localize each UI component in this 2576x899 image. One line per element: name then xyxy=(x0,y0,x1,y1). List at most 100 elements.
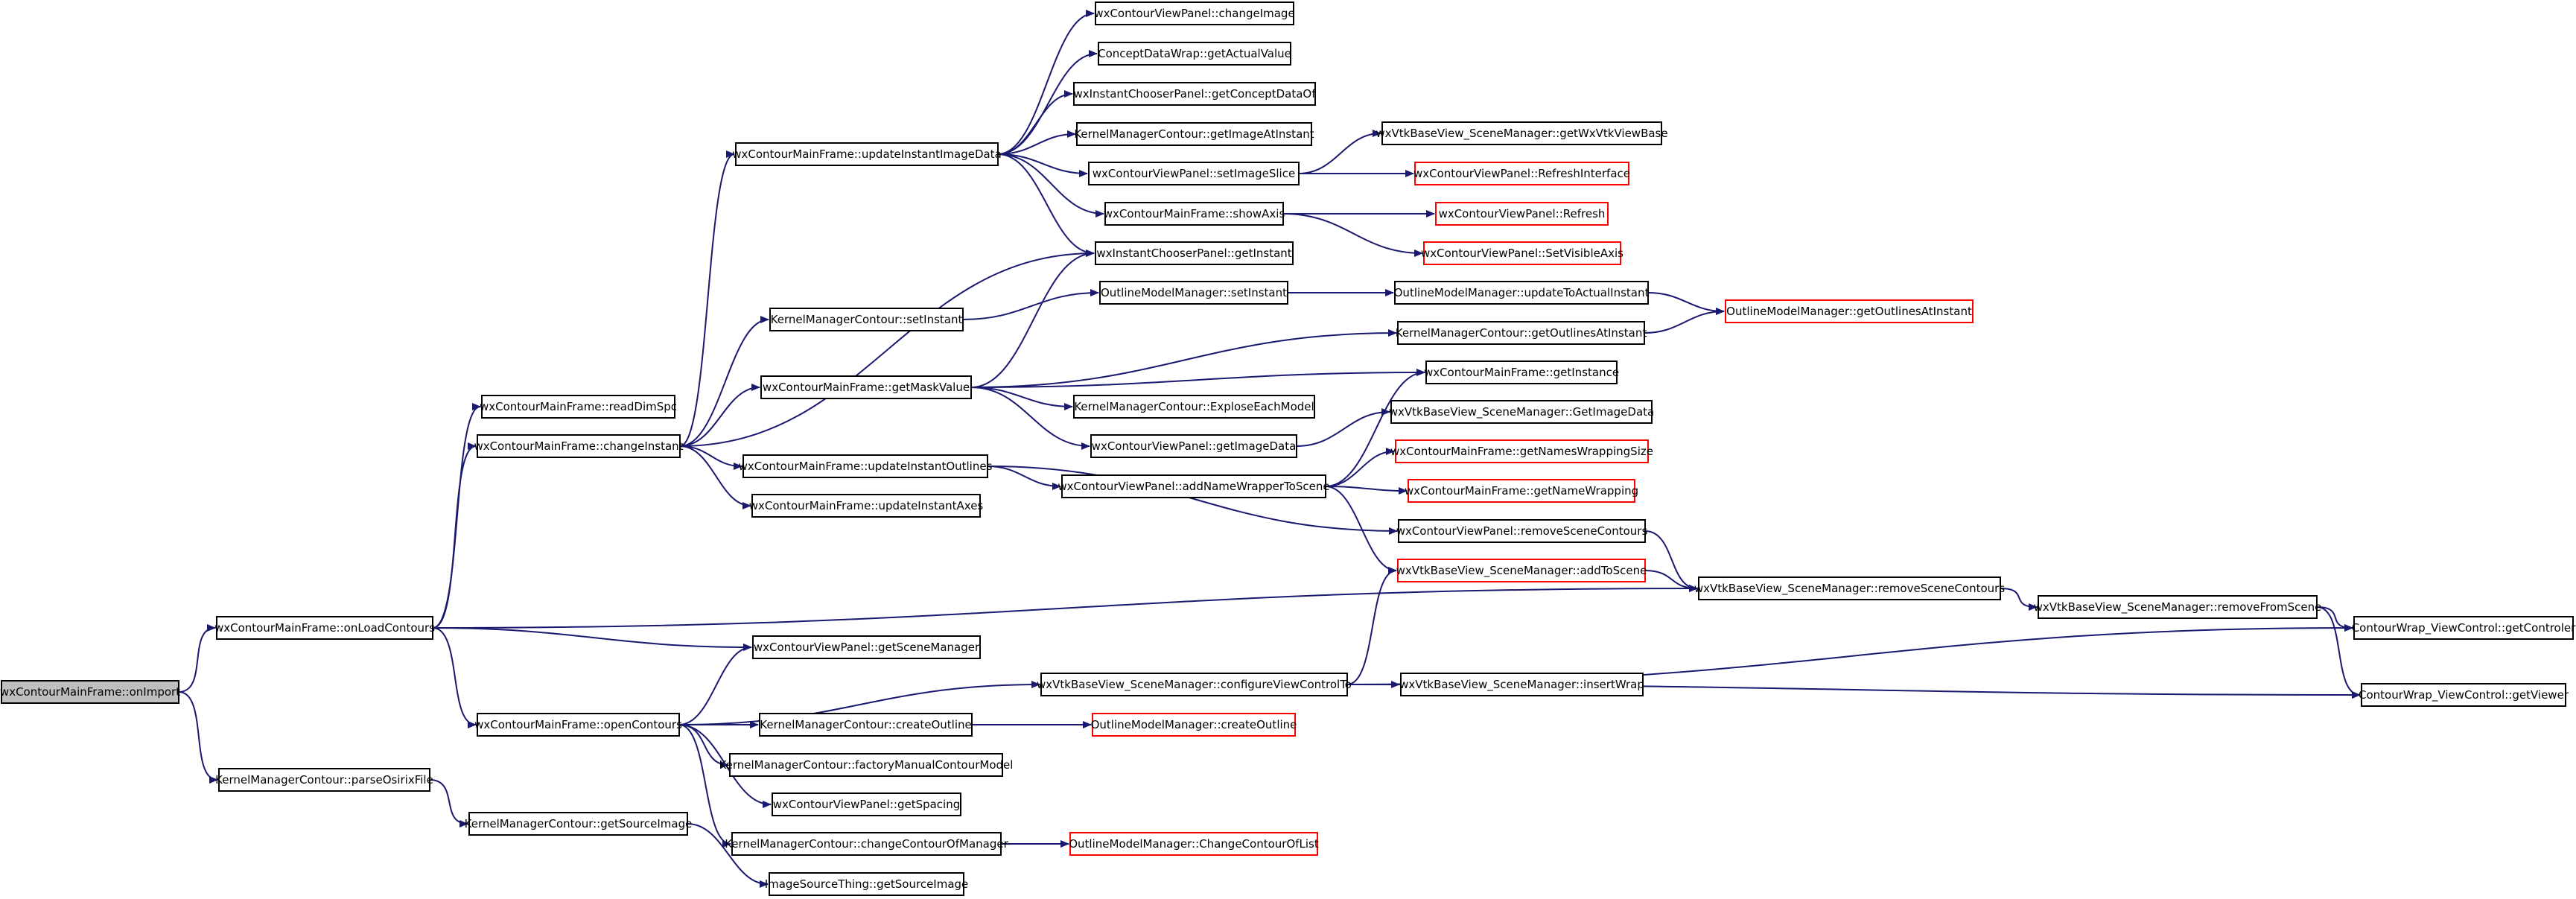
node-openContours[interactable]: wxContourMainFrame::openContours xyxy=(474,713,682,737)
node-box[interactable] xyxy=(2361,683,2566,707)
node-onLoadContours[interactable]: wxContourMainFrame::onLoadContours xyxy=(214,616,435,640)
node-box[interactable] xyxy=(1098,42,1291,66)
node-getOutlinesAtInstantKMC[interactable]: KernelManagerContour::getOutlinesAtInsta… xyxy=(1396,321,1647,345)
node-box[interactable] xyxy=(1073,395,1315,419)
node-createOutlineKMC[interactable]: KernelManagerContour::createOutline xyxy=(759,713,973,737)
node-box[interactable] xyxy=(1698,576,2001,600)
node-setInstantKMC[interactable]: KernelManagerContour::setInstant xyxy=(769,308,964,331)
node-getConceptDataOf[interactable]: wxInstantChooserPanel::getConceptDataOf xyxy=(1073,82,1316,106)
node-updateInstantOutlines[interactable]: wxContourMainFrame::updateInstantOutline… xyxy=(739,454,993,478)
node-parseOsirixFile[interactable]: KernelManagerContour::parseOsirixFile xyxy=(215,768,433,792)
node-getMaskValue[interactable]: wxContourMainFrame::getMaskValue xyxy=(760,375,972,399)
node-SetVisibleAxis[interactable]: wxContourViewPanel::SetVisibleAxis xyxy=(1421,241,1623,265)
node-box[interactable] xyxy=(769,308,964,331)
node-box[interactable] xyxy=(218,768,430,792)
node-getImageDataCVP[interactable]: wxContourViewPanel::getImageData xyxy=(1090,434,1297,458)
node-updateToActualInstant[interactable]: OutlineModelManager::updateToActualInsta… xyxy=(1394,281,1650,305)
node-readDimSpc[interactable]: wxContourMainFrame::readDimSpc xyxy=(480,395,677,419)
node-getViewer[interactable]: ContourWrap_ViewControl::getViewer xyxy=(2359,683,2569,707)
node-createOutlineOMM[interactable]: OutlineModelManager::createOutline xyxy=(1091,713,1297,737)
node-getWxVtkViewBase[interactable]: wxVtkBaseView_SceneManager::getWxVtkView… xyxy=(1376,121,1668,145)
node-setInstantOMM[interactable]: OutlineModelManager::setInstant xyxy=(1099,281,1288,305)
node-box[interactable] xyxy=(2038,595,2318,619)
node-box[interactable] xyxy=(1099,281,1288,305)
node-getInstantICP[interactable]: wxInstantChooserPanel::getInstant xyxy=(1095,241,1294,265)
node-box[interactable] xyxy=(1398,519,1646,543)
node-showAxis[interactable]: wxContourMainFrame::showAxis xyxy=(1104,202,1285,226)
node-box[interactable] xyxy=(1397,559,1646,582)
node-box[interactable] xyxy=(216,616,433,640)
node-box[interactable] xyxy=(1395,439,1649,463)
node-onImport[interactable]: wxContourMainFrame::onImport xyxy=(0,680,180,704)
node-box[interactable] xyxy=(1423,241,1621,265)
node-box[interactable] xyxy=(1425,360,1618,384)
node-box[interactable] xyxy=(1381,121,1662,145)
node-getControler[interactable]: ContourWrap_ViewControl::getControler xyxy=(2352,616,2576,640)
node-updateInstantImageData[interactable]: wxContourMainFrame::updateInstantImageDa… xyxy=(732,142,1002,166)
node-ExploseEachModel[interactable]: KernelManagerContour::ExploseEachModel xyxy=(1073,395,1315,419)
node-getSourceImageIST[interactable]: ImageSourceThing::getSourceImage xyxy=(765,872,969,896)
node-addNameWrapperToScene[interactable]: wxContourViewPanel::addNameWrapperToScen… xyxy=(1058,474,1330,498)
node-box[interactable] xyxy=(729,753,1003,777)
node-box[interactable] xyxy=(735,142,999,166)
node-box[interactable] xyxy=(760,375,972,399)
node-getNameWrapping[interactable]: wxContourMainFrame::getNameWrapping xyxy=(1405,479,1638,503)
node-ChangeContourOfList[interactable]: OutlineModelManager::ChangeContourOfList xyxy=(1069,832,1319,856)
node-box[interactable] xyxy=(1073,82,1316,106)
node-box[interactable] xyxy=(1088,162,1300,185)
node-box[interactable] xyxy=(468,812,688,836)
node-box[interactable] xyxy=(1400,673,1644,696)
node-box[interactable] xyxy=(1397,321,1645,345)
node-setImageSlice[interactable]: wxContourViewPanel::setImageSlice xyxy=(1088,162,1300,185)
node-box[interactable] xyxy=(772,792,961,816)
node-getNamesWrappingSize[interactable]: wxContourMainFrame::getNamesWrappingSize xyxy=(1390,439,1653,463)
node-box[interactable] xyxy=(759,713,973,737)
node-box[interactable] xyxy=(1040,673,1348,696)
node-getSourceImageKMC[interactable]: KernelManagerContour::getSourceImage xyxy=(465,812,693,836)
node-factoryManualContourModel[interactable]: KernelManagerContour::factoryManualConto… xyxy=(719,753,1014,777)
node-box[interactable] xyxy=(1069,832,1318,856)
node-getInstance[interactable]: wxContourMainFrame::getInstance xyxy=(1424,360,1619,384)
node-addToScene[interactable]: wxVtkBaseView_SceneManager::addToScene xyxy=(1396,559,1647,582)
node-getActualValue[interactable]: ConceptDataWrap::getActualValue xyxy=(1098,42,1291,66)
node-RefreshInterface[interactable]: wxContourViewPanel::RefreshInterface xyxy=(1413,162,1630,185)
node-box[interactable] xyxy=(2353,616,2574,640)
node-GetImageDataSM[interactable]: wxVtkBaseView_SceneManager::GetImageData xyxy=(1389,400,1654,424)
node-insertWrap[interactable]: wxVtkBaseView_SceneManager::insertWrap xyxy=(1399,673,1644,696)
node-box[interactable] xyxy=(1394,281,1649,305)
node-changeInstant[interactable]: wxContourMainFrame::changeInstant xyxy=(474,434,684,458)
node-configureViewControlTo[interactable]: wxVtkBaseView_SceneManager::configureVie… xyxy=(1037,673,1352,696)
node-box[interactable] xyxy=(1390,400,1653,424)
node-changeContourOfManagerKMC[interactable]: KernelManagerContour::changeContourOfMan… xyxy=(725,832,1009,856)
node-getSceneManager[interactable]: wxContourViewPanel::getSceneManager xyxy=(752,635,981,659)
node-box[interactable] xyxy=(742,454,988,478)
node-box[interactable] xyxy=(477,713,680,737)
node-box[interactable] xyxy=(751,494,981,518)
node-box[interactable] xyxy=(769,872,964,896)
node-box[interactable] xyxy=(1725,299,1974,323)
node-getSpacing[interactable]: wxContourViewPanel::getSpacing xyxy=(772,792,961,816)
node-box[interactable] xyxy=(731,832,1002,856)
node-box[interactable] xyxy=(1408,479,1635,503)
node-box[interactable] xyxy=(1,680,179,704)
node-updateInstantAxes[interactable]: wxContourMainFrame::updateInstantAxes xyxy=(749,494,984,518)
node-box[interactable] xyxy=(1061,474,1326,498)
node-box[interactable] xyxy=(1092,713,1296,737)
node-removeSceneContoursCVP[interactable]: wxContourViewPanel::removeSceneContours xyxy=(1396,519,1648,543)
node-box[interactable] xyxy=(481,395,675,419)
node-box[interactable] xyxy=(1090,434,1297,458)
node-removeFromScene[interactable]: wxVtkBaseView_SceneManager::removeFromSc… xyxy=(2034,595,2322,619)
node-box[interactable] xyxy=(1095,1,1294,25)
node-removeSceneContoursSM[interactable]: wxVtkBaseView_SceneManager::removeSceneC… xyxy=(1694,576,2006,600)
node-box[interactable] xyxy=(1435,202,1609,226)
node-changeImage[interactable]: wxContourViewPanel::changeImage xyxy=(1094,1,1295,25)
node-box[interactable] xyxy=(1414,162,1629,185)
node-box[interactable] xyxy=(1076,122,1312,146)
node-getOutlinesAtInstantOMM[interactable]: OutlineModelManager::getOutlinesAtInstan… xyxy=(1725,299,1974,323)
node-box[interactable] xyxy=(1104,202,1284,226)
node-box[interactable] xyxy=(477,434,681,458)
node-box[interactable] xyxy=(1095,241,1294,265)
node-getImageAtInstant[interactable]: KernelManagerContour::getImageAtInstant xyxy=(1074,122,1314,146)
node-Refresh[interactable]: wxContourViewPanel::Refresh xyxy=(1435,202,1609,226)
node-box[interactable] xyxy=(752,635,981,659)
